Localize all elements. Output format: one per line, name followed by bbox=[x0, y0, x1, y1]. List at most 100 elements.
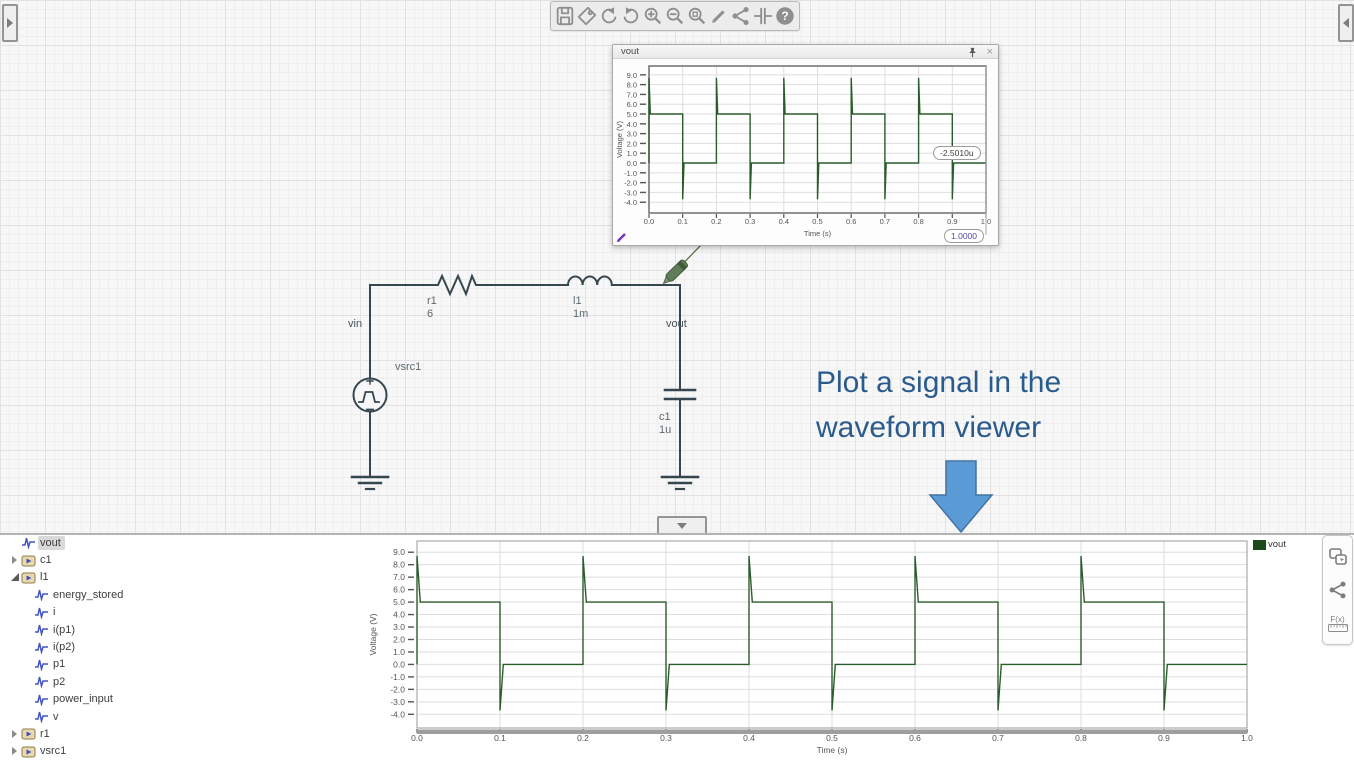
legend-color-swatch bbox=[1253, 539, 1266, 550]
chevron-right-icon bbox=[7, 18, 13, 28]
voltage-source-vsrc1[interactable] bbox=[352, 377, 388, 413]
zoom-in-button[interactable] bbox=[642, 5, 664, 27]
tree-expand-icon[interactable] bbox=[8, 556, 21, 565]
undo-button[interactable] bbox=[598, 5, 620, 27]
save-button[interactable] bbox=[554, 5, 576, 27]
svg-text:0.7: 0.7 bbox=[992, 733, 1004, 743]
svg-text:7.0: 7.0 bbox=[393, 572, 405, 582]
circuit-schematic bbox=[350, 243, 703, 491]
tree-item-vout[interactable]: vout bbox=[0, 534, 330, 551]
svg-text:Voltage (V): Voltage (V) bbox=[615, 120, 624, 158]
svg-text:-3.0: -3.0 bbox=[390, 697, 405, 707]
resistor-r1[interactable] bbox=[431, 273, 483, 297]
compare-plots-icon bbox=[1328, 547, 1347, 565]
tree-item-p1[interactable]: p1 bbox=[0, 656, 330, 673]
tag-icon bbox=[577, 6, 597, 26]
tag-button[interactable] bbox=[576, 5, 598, 27]
tree-item-vsrc1[interactable]: vsrc1 bbox=[0, 743, 330, 760]
tree-item-i-p1-[interactable]: i(p1) bbox=[0, 621, 330, 638]
tree-item-v[interactable]: v bbox=[0, 708, 330, 725]
annotation-text: Plot a signal in the waveform viewer bbox=[816, 366, 1062, 444]
zoom-out-button[interactable] bbox=[664, 5, 686, 27]
svg-text:1.0: 1.0 bbox=[627, 149, 637, 158]
split-view-icon bbox=[753, 7, 773, 25]
tree-item-l1[interactable]: l1 bbox=[0, 569, 330, 586]
edit-button[interactable] bbox=[708, 5, 730, 27]
ground-left[interactable] bbox=[350, 475, 390, 491]
svg-text:0.9: 0.9 bbox=[947, 217, 957, 226]
svg-text:0.0: 0.0 bbox=[644, 217, 654, 226]
svg-text:-2.0: -2.0 bbox=[624, 179, 637, 188]
svg-text:-2.0: -2.0 bbox=[390, 684, 405, 694]
tree-item-r1[interactable]: r1 bbox=[0, 725, 330, 742]
tree-item-label: vsrc1 bbox=[40, 745, 67, 758]
svg-text:0.7: 0.7 bbox=[880, 217, 890, 226]
svg-text:0.5: 0.5 bbox=[826, 733, 838, 743]
chevron-down-icon bbox=[677, 522, 687, 529]
svg-text:7.0: 7.0 bbox=[627, 90, 637, 99]
inductor-l1[interactable] bbox=[566, 275, 613, 287]
svg-text:0.6: 0.6 bbox=[909, 733, 921, 743]
redo-button[interactable] bbox=[620, 5, 642, 27]
signal-waveform-icon bbox=[21, 536, 38, 550]
svg-text:3.0: 3.0 bbox=[393, 622, 405, 632]
help-button[interactable]: ? bbox=[774, 5, 796, 27]
share-icon bbox=[1329, 581, 1345, 599]
svg-text:0.4: 0.4 bbox=[743, 733, 755, 743]
share-plot-button[interactable] bbox=[1325, 576, 1351, 604]
svg-text:0.8: 0.8 bbox=[1075, 733, 1087, 743]
capacitor-c1[interactable] bbox=[663, 388, 697, 401]
svg-text:-1.0: -1.0 bbox=[624, 169, 637, 178]
svg-text:0.2: 0.2 bbox=[711, 217, 721, 226]
svg-text:0.3: 0.3 bbox=[660, 733, 672, 743]
pin-icon[interactable] bbox=[967, 47, 978, 58]
tree-item-c1[interactable]: c1 bbox=[0, 551, 330, 568]
window-title: vout bbox=[613, 45, 998, 59]
left-panel-expander[interactable] bbox=[2, 4, 18, 42]
tree-item-i-p2-[interactable]: i(p2) bbox=[0, 638, 330, 655]
close-icon[interactable]: × bbox=[986, 46, 993, 58]
share-button[interactable] bbox=[730, 5, 752, 27]
compare-plots-button[interactable] bbox=[1325, 543, 1351, 571]
component-name-vsrc1: vsrc1 bbox=[395, 361, 422, 373]
svg-text:1.0: 1.0 bbox=[393, 647, 405, 657]
tree-item-label: p2 bbox=[53, 675, 66, 688]
component-icon bbox=[21, 554, 38, 567]
tree-item-label: i bbox=[53, 606, 56, 619]
tree-expand-icon[interactable] bbox=[8, 729, 21, 738]
docked-waveform-chart[interactable]: 9.08.07.06.05.04.03.02.01.00.0-1.0-2.0-3… bbox=[360, 533, 1265, 762]
zoom-region-button[interactable] bbox=[686, 5, 708, 27]
tree-item-p2[interactable]: p2 bbox=[0, 673, 330, 690]
undo-icon bbox=[601, 7, 617, 24]
svg-text:9.0: 9.0 bbox=[393, 547, 405, 557]
tree-collapse-icon[interactable] bbox=[8, 573, 21, 582]
svg-text:0.0: 0.0 bbox=[411, 733, 423, 743]
probe-vout[interactable] bbox=[660, 243, 703, 287]
wire-vin[interactable] bbox=[369, 284, 433, 379]
wire-vout[interactable] bbox=[611, 284, 681, 389]
svg-text:0.6: 0.6 bbox=[846, 217, 856, 226]
signal-waveform-icon bbox=[34, 710, 51, 724]
tree-expand-icon[interactable] bbox=[8, 747, 21, 756]
ground-right[interactable] bbox=[660, 475, 700, 491]
component-icon bbox=[21, 745, 38, 758]
component-value-r1: 6 bbox=[427, 308, 434, 320]
component-icon bbox=[21, 727, 38, 740]
function-button[interactable]: F(x) bbox=[1325, 609, 1351, 637]
tree-item-power-input[interactable]: power_input bbox=[0, 691, 330, 708]
signal-waveform-icon bbox=[34, 675, 51, 689]
tree-item-energy-stored[interactable]: energy_stored bbox=[0, 586, 330, 603]
main-toolbar: ? bbox=[550, 1, 800, 31]
tree-item-label: c1 bbox=[40, 554, 52, 567]
svg-text:2.0: 2.0 bbox=[627, 139, 637, 148]
edit-pencil-icon[interactable] bbox=[616, 231, 628, 243]
tree-item-i[interactable]: i bbox=[0, 604, 330, 621]
floating-waveform-chart[interactable]: 9.08.07.06.05.04.03.02.01.00.0-1.0-2.0-3… bbox=[613, 59, 998, 245]
svg-text:5.0: 5.0 bbox=[393, 597, 405, 607]
split-view-button[interactable] bbox=[752, 5, 774, 27]
right-panel-expander[interactable] bbox=[1338, 4, 1354, 42]
tree-item-label: p1 bbox=[53, 658, 66, 671]
node-label-vin: vin bbox=[348, 318, 363, 330]
